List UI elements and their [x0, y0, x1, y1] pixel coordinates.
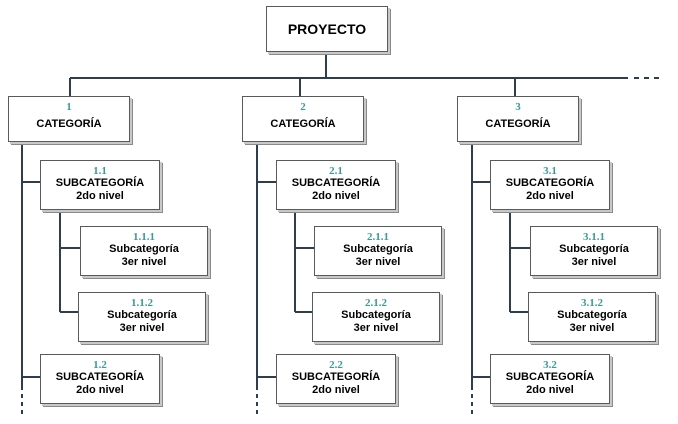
category-label: CATEGORÍA: [270, 118, 336, 130]
node-number: 3.1: [543, 165, 557, 177]
category-node-1: 1 CATEGORÍA: [8, 96, 130, 142]
level2-node-1-2: 1.2 SUBCATEGORÍA 2do nivel: [40, 354, 160, 404]
node-label: SUBCATEGORÍA: [505, 371, 595, 383]
node-sublabel: 2do nivel: [76, 384, 124, 396]
node-number: 2.2: [329, 359, 343, 371]
node-number: 2.1.1: [367, 231, 389, 243]
node-number: 1.2: [93, 359, 107, 371]
node-sublabel: 2do nivel: [312, 190, 360, 202]
node-sublabel: 3er nivel: [355, 256, 401, 268]
category-number: 1: [66, 101, 72, 113]
node-sublabel: 3er nivel: [569, 322, 615, 334]
node-number: 1.1.2: [131, 297, 153, 309]
node-number: 2.1: [329, 165, 343, 177]
node-number: 2.1.2: [365, 297, 387, 309]
node-sublabel: 3er nivel: [119, 322, 165, 334]
level3-node-2-1-2: 2.1.2 Subcategoría 3er nivel: [312, 292, 440, 342]
level3-node-1-1-1: 1.1.1 Subcategoría 3er nivel: [80, 226, 208, 276]
node-number: 1.1: [93, 165, 107, 177]
node-sublabel: 2do nivel: [526, 190, 574, 202]
node-label: SUBCATEGORÍA: [505, 177, 595, 189]
node-sublabel: 3er nivel: [353, 322, 399, 334]
node-label: SUBCATEGORÍA: [55, 177, 145, 189]
root-label: PROYECTO: [287, 21, 367, 37]
node-label: Subcategoría: [557, 309, 627, 321]
node-sublabel: 3er nivel: [121, 256, 167, 268]
category-node-3: 3 CATEGORÍA: [457, 96, 579, 142]
node-label: Subcategoría: [107, 309, 177, 321]
node-number: 3.1.2: [581, 297, 603, 309]
node-number: 3.1.1: [583, 231, 605, 243]
node-label: SUBCATEGORÍA: [291, 371, 381, 383]
node-label: Subcategoría: [109, 243, 179, 255]
level2-node-3-2: 3.2 SUBCATEGORÍA 2do nivel: [490, 354, 610, 404]
node-label: SUBCATEGORÍA: [291, 177, 381, 189]
root-node: PROYECTO: [266, 6, 388, 52]
node-sublabel: 3er nivel: [571, 256, 617, 268]
node-label: Subcategoría: [341, 309, 411, 321]
node-sublabel: 2do nivel: [312, 384, 360, 396]
level3-node-3-1-2: 3.1.2 Subcategoría 3er nivel: [528, 292, 656, 342]
level2-node-2-1: 2.1 SUBCATEGORÍA 2do nivel: [276, 160, 396, 210]
level3-node-3-1-1: 3.1.1 Subcategoría 3er nivel: [530, 226, 658, 276]
level3-node-1-1-2: 1.1.2 Subcategoría 3er nivel: [78, 292, 206, 342]
node-sublabel: 2do nivel: [76, 190, 124, 202]
level3-node-2-1-1: 2.1.1 Subcategoría 3er nivel: [314, 226, 442, 276]
level2-node-3-1: 3.1 SUBCATEGORÍA 2do nivel: [490, 160, 610, 210]
node-label: Subcategoría: [343, 243, 413, 255]
node-number: 1.1.1: [133, 231, 155, 243]
level2-node-2-2: 2.2 SUBCATEGORÍA 2do nivel: [276, 354, 396, 404]
category-number: 2: [300, 101, 306, 113]
node-label: Subcategoría: [559, 243, 629, 255]
category-label: CATEGORÍA: [485, 118, 551, 130]
category-label: CATEGORÍA: [36, 118, 102, 130]
node-label: SUBCATEGORÍA: [55, 371, 145, 383]
level2-node-1-1: 1.1 SUBCATEGORÍA 2do nivel: [40, 160, 160, 210]
category-node-2: 2 CATEGORÍA: [242, 96, 364, 142]
node-sublabel: 2do nivel: [526, 384, 574, 396]
node-number: 3.2: [543, 359, 557, 371]
category-number: 3: [515, 101, 521, 113]
